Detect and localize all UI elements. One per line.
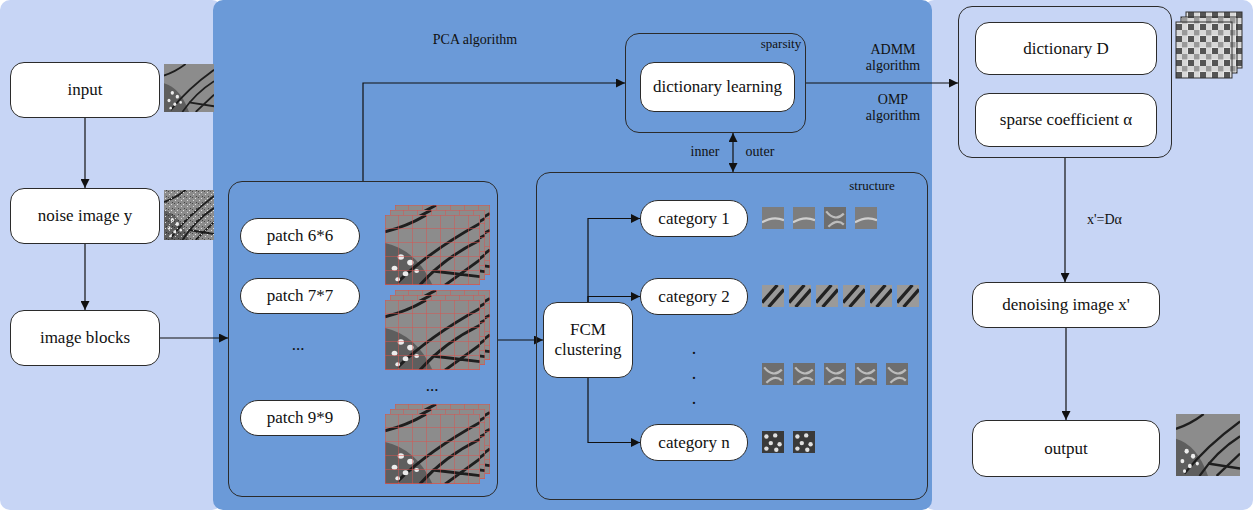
category-thumbnails xyxy=(762,285,919,307)
patch-pill: patch 9*9 xyxy=(240,400,360,436)
flow-arrow xyxy=(363,83,625,181)
patch-stack xyxy=(385,205,490,285)
box-label: patch 6*6 xyxy=(267,226,334,246)
box-label: denoising image x' xyxy=(1002,295,1130,315)
category-thumbnails xyxy=(762,431,815,453)
process-box: dictionary learning xyxy=(640,62,795,112)
category-pill: category 1 xyxy=(640,200,748,237)
category-pill: category 2 xyxy=(640,278,748,315)
structure-group: structureFCM clustering category 1 categor… xyxy=(536,172,928,500)
ellipsis-dot: . xyxy=(692,390,697,406)
group-label: sparsity xyxy=(761,36,801,52)
box-label: category 2 xyxy=(658,287,729,307)
group-label: ... xyxy=(292,335,305,355)
box-label: output xyxy=(1044,439,1087,459)
process-box: image blocks xyxy=(10,310,160,366)
box-label: category 1 xyxy=(658,209,729,229)
group-label: ... xyxy=(426,376,439,396)
group-label: structure xyxy=(849,178,894,194)
patch-stack xyxy=(385,290,490,370)
left-panel xyxy=(0,0,222,510)
flow-arrow xyxy=(84,118,85,188)
box-label: patch 9*9 xyxy=(267,408,334,428)
flow-arrow xyxy=(588,219,640,303)
edge-label: x'=Dα xyxy=(1087,212,1122,228)
flow-arrow xyxy=(1064,158,1065,282)
result-group: dictionary D sparse coefficient α xyxy=(958,6,1172,158)
middle-panel xyxy=(213,0,932,510)
process-box: denoising image x' xyxy=(972,282,1160,328)
patch-group: ...... patch 6*6 patch 7*7 patch 9*9 xyxy=(228,181,498,497)
process-box: FCM clustering xyxy=(543,302,633,378)
dictionary-atoms xyxy=(1176,12,1242,78)
box-label: noise image y xyxy=(38,206,132,226)
right-panel xyxy=(924,0,1253,510)
process-box: input xyxy=(10,62,160,118)
category-thumbnails xyxy=(762,363,908,385)
flow-arrow xyxy=(588,378,640,443)
process-box: output xyxy=(972,420,1160,477)
annotation-label: outer xyxy=(746,144,775,160)
process-box: noise image y xyxy=(10,188,160,244)
category-thumbnails xyxy=(762,207,877,229)
box-label: sparse coefficient α xyxy=(1000,110,1132,130)
flow-arrow xyxy=(806,82,958,83)
process-box: sparse coefficient α xyxy=(975,93,1157,147)
box-label: category n xyxy=(658,433,729,453)
annotation-label: OMP algorithm xyxy=(856,92,931,124)
box-label: input xyxy=(68,80,103,100)
box-label: dictionary D xyxy=(1023,39,1108,59)
flow-arrow xyxy=(84,244,85,310)
box-label: dictionary learning xyxy=(653,77,782,97)
output-thumbnail xyxy=(1176,414,1240,476)
annotation-label: ADMM algorithm xyxy=(856,42,931,74)
flow-arrow xyxy=(160,337,228,338)
box-label: image blocks xyxy=(40,328,130,348)
patch-pill: patch 6*6 xyxy=(240,218,360,254)
ellipsis-dot: . xyxy=(692,365,697,381)
box-label: patch 7*7 xyxy=(267,286,334,306)
input-thumbnail xyxy=(164,64,214,112)
sparsity-group: sparsity dictionary learning xyxy=(625,33,806,133)
annotation-label: inner xyxy=(691,144,720,160)
process-box: dictionary D xyxy=(975,22,1157,75)
flow-arrow xyxy=(732,133,733,172)
box-label: FCM clustering xyxy=(552,320,624,360)
ellipsis-dot: . xyxy=(692,340,697,356)
noise-thumbnail xyxy=(164,190,214,240)
category-pill: category n xyxy=(640,424,748,461)
patch-pill: patch 7*7 xyxy=(240,278,360,314)
annotation-label: PCA algorithm xyxy=(433,32,517,48)
patch-stack xyxy=(385,404,490,484)
flow-arrow xyxy=(1065,328,1066,420)
